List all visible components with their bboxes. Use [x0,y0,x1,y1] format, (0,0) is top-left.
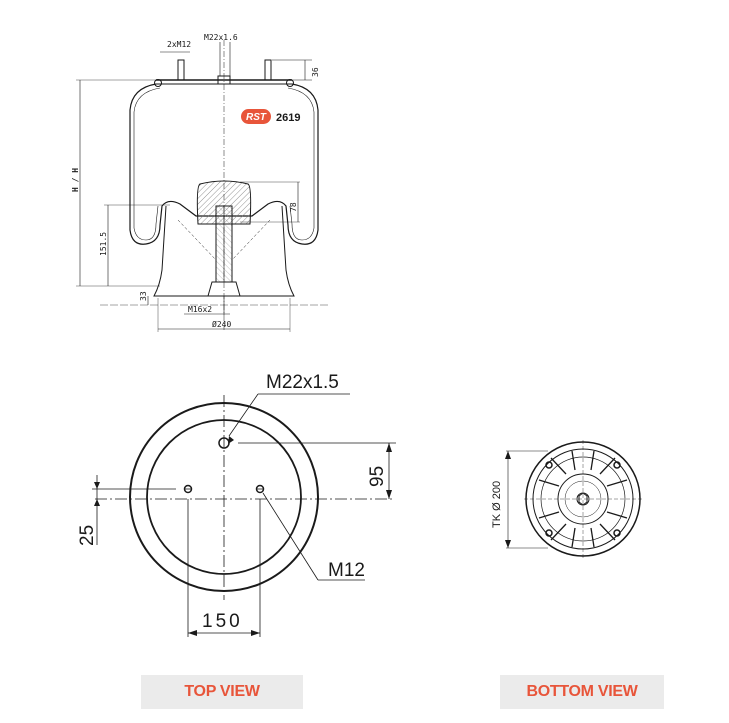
part-number: 2619 [276,112,300,124]
piston-height-label: 151.5 [99,232,108,256]
tab-top-view[interactable]: TOP VIEW [141,675,303,709]
brand-badge: RST 2619 [241,109,300,124]
base-diameter-label: Ø240 [212,319,231,329]
bottom-thread-label: M16x2 [188,305,212,314]
side-view-labels: 2xM12 M22x1.6 36 H / H 151.5 78 33 M16x2… [71,33,320,329]
stud-offset-label: 25 [77,525,98,546]
bottom-stud-length-label: 33 [139,291,148,301]
studs-thread-label: 2xM12 [167,40,191,49]
height-label: H / H [71,168,80,192]
top-view-arrows [94,436,392,636]
center-thread-callout: M22x1.5 [266,372,339,393]
tab-bottom-view[interactable]: BOTTOM VIEW [500,675,664,709]
center-thread-label: M22x1.6 [204,33,238,42]
bolt-circle-label: TK Ø 200 [491,481,503,528]
top-view-labels: M22x1.5 95 25 M12 150 [77,372,388,632]
top-view-drawing [92,393,396,637]
center-offset-label: 95 [367,466,388,487]
side-view [76,40,330,332]
stud-height-label: 36 [311,67,320,77]
brand-name: RST [246,112,267,123]
stud-thread-callout: M12 [328,560,365,581]
bumper-height-label: 78 [289,202,298,212]
bottom-view-drawing [506,440,642,558]
stud-spacing-label: 150 [202,611,243,632]
bottom-view-arrows [505,451,511,548]
